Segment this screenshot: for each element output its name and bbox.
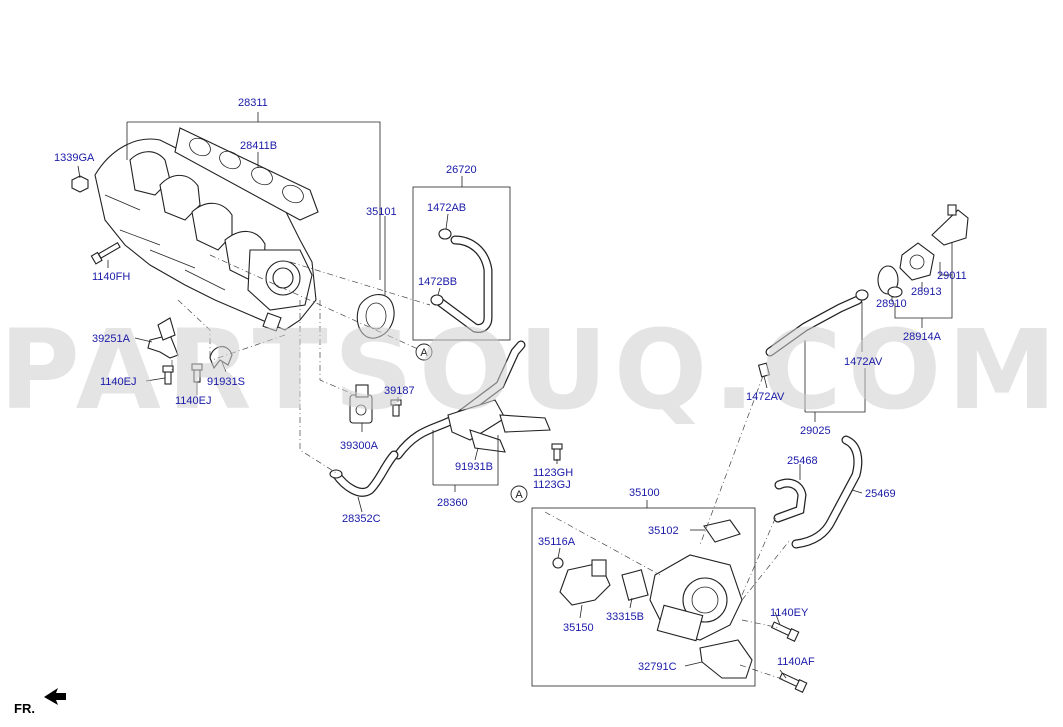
label-39187[interactable]: 39187 <box>384 385 415 397</box>
bracket-29011 <box>931 204 969 246</box>
bolt-1140fh <box>90 242 121 265</box>
part-labels: 28311 1339GA 28411B 26720 35101 1472AB 1… <box>54 97 967 673</box>
label-91931s[interactable]: 91931S <box>207 376 245 388</box>
label-39251a[interactable]: 39251A <box>92 333 131 345</box>
manifold-gasket <box>174 127 319 221</box>
label-28360[interactable]: 28360 <box>437 497 468 509</box>
label-1472ab[interactable]: 1472AB <box>427 202 466 214</box>
label-28914a[interactable]: 28914A <box>903 331 942 343</box>
front-label: FR. <box>14 701 35 716</box>
sensor-39300a <box>349 384 373 424</box>
ref-marker-lower: A <box>510 485 528 503</box>
label-35150[interactable]: 35150 <box>563 622 594 634</box>
ref-marker-upper-text: A <box>420 347 428 359</box>
bolt-1123gh <box>551 443 563 461</box>
label-35100[interactable]: 35100 <box>629 487 660 499</box>
valve-28913 <box>899 242 935 281</box>
label-25468[interactable]: 25468 <box>787 455 818 467</box>
label-1140ej-right[interactable]: 1140EJ <box>175 395 212 407</box>
hose-26720 <box>412 186 511 341</box>
label-25469[interactable]: 25469 <box>865 488 896 500</box>
front-orientation: FR. <box>14 688 66 716</box>
label-28910[interactable]: 28910 <box>876 298 907 310</box>
bracket-39251a <box>147 317 179 359</box>
label-1140ey[interactable]: 1140EY <box>770 607 809 619</box>
label-1472bb[interactable]: 1472BB <box>418 276 457 288</box>
label-39300a[interactable]: 39300A <box>340 440 379 452</box>
hose-28352c <box>329 450 399 497</box>
hose-29025 <box>757 289 869 378</box>
valve-28910 <box>877 265 903 298</box>
hose-25468 <box>773 478 807 523</box>
bolt-39187 <box>390 399 402 417</box>
nut-1339ga <box>71 175 89 193</box>
label-33315b[interactable]: 33315B <box>606 611 644 623</box>
label-35116a[interactable]: 35116A <box>538 536 576 548</box>
ref-marker-lower-text: A <box>515 489 523 501</box>
label-35101[interactable]: 35101 <box>366 206 397 218</box>
ref-marker-upper: A <box>415 343 433 361</box>
label-35102[interactable]: 35102 <box>648 525 679 537</box>
throttle-body-assembly <box>531 507 756 687</box>
pipe-28360 <box>393 340 551 460</box>
label-1140fh[interactable]: 1140FH <box>92 271 130 283</box>
label-29025[interactable]: 29025 <box>800 425 831 437</box>
label-29011[interactable]: 29011 <box>937 270 967 282</box>
label-1140af[interactable]: 1140AF <box>777 656 815 668</box>
watermark: PARTSOUQ.COM <box>0 306 1063 434</box>
label-1472av-top[interactable]: 1472AV <box>844 356 883 368</box>
label-28411b[interactable]: 28411B <box>240 140 277 152</box>
bolts-1140ej <box>162 363 203 385</box>
label-26720[interactable]: 26720 <box>446 164 477 176</box>
label-28311[interactable]: 28311 <box>238 97 268 109</box>
label-1339ga[interactable]: 1339GA <box>54 152 95 164</box>
bolt-1140af <box>778 672 808 693</box>
label-91931b[interactable]: 91931B <box>455 461 493 473</box>
label-1123gh[interactable]: 1123GH <box>533 467 573 479</box>
front-arrow-icon <box>44 688 66 705</box>
label-32791c[interactable]: 32791C <box>638 661 677 673</box>
leader-lines <box>77 112 953 681</box>
clip-91931s <box>209 346 233 370</box>
label-1472av-low[interactable]: 1472AV <box>746 391 785 403</box>
label-28913[interactable]: 28913 <box>911 286 942 298</box>
label-28352c[interactable]: 28352C <box>342 513 381 525</box>
label-1140ej-left[interactable]: 1140EJ <box>100 376 137 388</box>
hose-25469 <box>791 435 863 549</box>
label-1123gj[interactable]: 1123GJ <box>533 479 571 491</box>
throttle-gasket <box>356 294 395 339</box>
bolt-1140ey <box>770 621 800 642</box>
